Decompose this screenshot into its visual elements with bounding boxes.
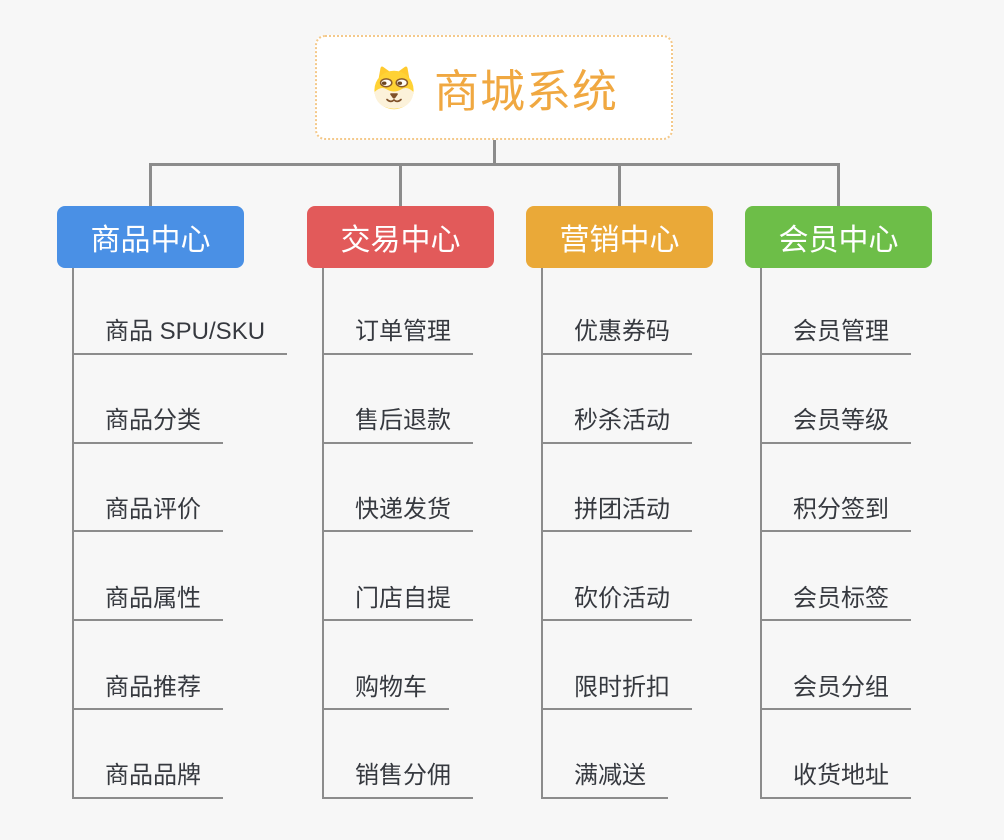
sub-topic[interactable]: 秒杀活动 <box>541 355 692 444</box>
sub-topic[interactable]: 购物车 <box>322 621 449 710</box>
sub-topic[interactable]: 快递发货 <box>322 444 473 533</box>
branch-drop-line <box>149 163 152 206</box>
sub-topic[interactable]: 会员等级 <box>760 355 911 444</box>
sub-topic-label: 会员管理 <box>793 318 889 346</box>
sub-topic[interactable]: 售后退款 <box>322 355 473 444</box>
branch-node[interactable]: 营销中心 <box>526 206 713 268</box>
sub-topic-label: 售后退款 <box>355 407 451 435</box>
sub-topic-label: 商品 SPU/SKU <box>105 318 266 346</box>
branch-node[interactable]: 交易中心 <box>307 206 494 268</box>
sub-topic[interactable]: 会员分组 <box>760 621 911 710</box>
branch-drop-line <box>399 163 402 206</box>
sub-topic-label: 快递发货 <box>355 496 451 523</box>
sub-topic-label: 购物车 <box>355 673 427 701</box>
sub-topic-label: 商品属性 <box>105 584 201 612</box>
sub-topic-label: 销售分佣 <box>355 762 451 790</box>
sub-topic-label: 优惠券码 <box>574 318 670 346</box>
sub-topic[interactable]: 限时折扣 <box>541 621 692 710</box>
root-node[interactable]: 商城系统 <box>315 35 673 140</box>
branch-label: 营销中心 <box>559 224 680 257</box>
branch-label: 交易中心 <box>340 224 461 257</box>
sub-topic[interactable]: 销售分佣 <box>322 710 473 799</box>
sub-topic-label: 商品评价 <box>105 496 201 523</box>
sub-topic-label: 限时折扣 <box>574 673 670 701</box>
sub-topic[interactable]: 商品属性 <box>72 532 223 622</box>
connector-horizontal-bar <box>149 163 840 166</box>
branch-trunk-line <box>760 268 762 799</box>
branch-drop-line <box>837 163 840 206</box>
branch-drop-line <box>618 163 621 206</box>
sub-topic[interactable]: 拼团活动 <box>541 444 692 533</box>
sub-topic-label: 积分签到 <box>793 496 889 523</box>
sub-topic-label: 收货地址 <box>793 762 889 790</box>
sub-topic-label: 门店自提 <box>355 584 451 612</box>
sub-topic-label: 订单管理 <box>355 318 451 346</box>
sub-topic-label: 会员分组 <box>793 673 889 701</box>
branch-trunk-line <box>72 268 74 799</box>
sub-topic-label: 砍价活动 <box>574 584 670 612</box>
sub-topic[interactable]: 门店自提 <box>322 532 473 622</box>
sub-topic[interactable]: 会员标签 <box>760 532 911 622</box>
root-title: 商城系统 <box>433 66 618 117</box>
sub-topic[interactable]: 商品推荐 <box>72 621 223 710</box>
branch-trunk-line <box>541 268 543 799</box>
sub-topic[interactable]: 商品分类 <box>72 355 223 444</box>
sub-topic[interactable]: 订单管理 <box>322 266 473 355</box>
sub-topic[interactable]: 商品品牌 <box>72 710 223 799</box>
branch-label: 会员中心 <box>778 224 899 257</box>
branch-label: 商品中心 <box>90 224 211 257</box>
sub-topic-label: 商品推荐 <box>105 673 201 701</box>
sub-topic-label: 拼团活动 <box>574 496 670 523</box>
sub-topic[interactable]: 优惠券码 <box>541 266 692 355</box>
branch-column: 商品 SPU/SKU 商品分类商品评价商品属性商品推荐商品品牌 <box>72 266 288 799</box>
branch-node[interactable]: 商品中心 <box>57 206 244 268</box>
branch-column: 订单管理售后退款快递发货门店自提购物车销售分佣 <box>322 266 473 799</box>
sub-topic[interactable]: 积分签到 <box>760 444 911 533</box>
sub-topic[interactable]: 会员管理 <box>760 266 911 355</box>
branch-node[interactable]: 会员中心 <box>745 206 932 268</box>
sub-topic-label: 秒杀活动 <box>574 407 670 435</box>
sub-topic-label: 会员等级 <box>793 407 889 435</box>
dog-face-icon <box>374 65 414 109</box>
sub-topic[interactable]: 收货地址 <box>760 710 911 799</box>
sub-topic[interactable]: 砍价活动 <box>541 532 692 622</box>
sub-topic-label: 会员标签 <box>793 584 889 612</box>
root-connector-stub <box>492 140 496 163</box>
sub-topic-label: 商品品牌 <box>105 762 201 790</box>
branch-trunk-line <box>322 268 324 799</box>
branch-column: 优惠券码秒杀活动拼团活动砍价活动限时折扣满减送 <box>541 266 692 799</box>
sub-topic-label: 满减送 <box>574 762 646 790</box>
sub-topic[interactable]: 商品评价 <box>72 444 223 533</box>
sub-topic[interactable]: 商品 SPU/SKU <box>72 266 288 355</box>
sub-topic[interactable]: 满减送 <box>541 710 668 799</box>
sub-topic-label: 商品分类 <box>105 407 201 435</box>
branch-column: 会员管理会员等级积分签到会员标签会员分组收货地址 <box>760 266 911 799</box>
